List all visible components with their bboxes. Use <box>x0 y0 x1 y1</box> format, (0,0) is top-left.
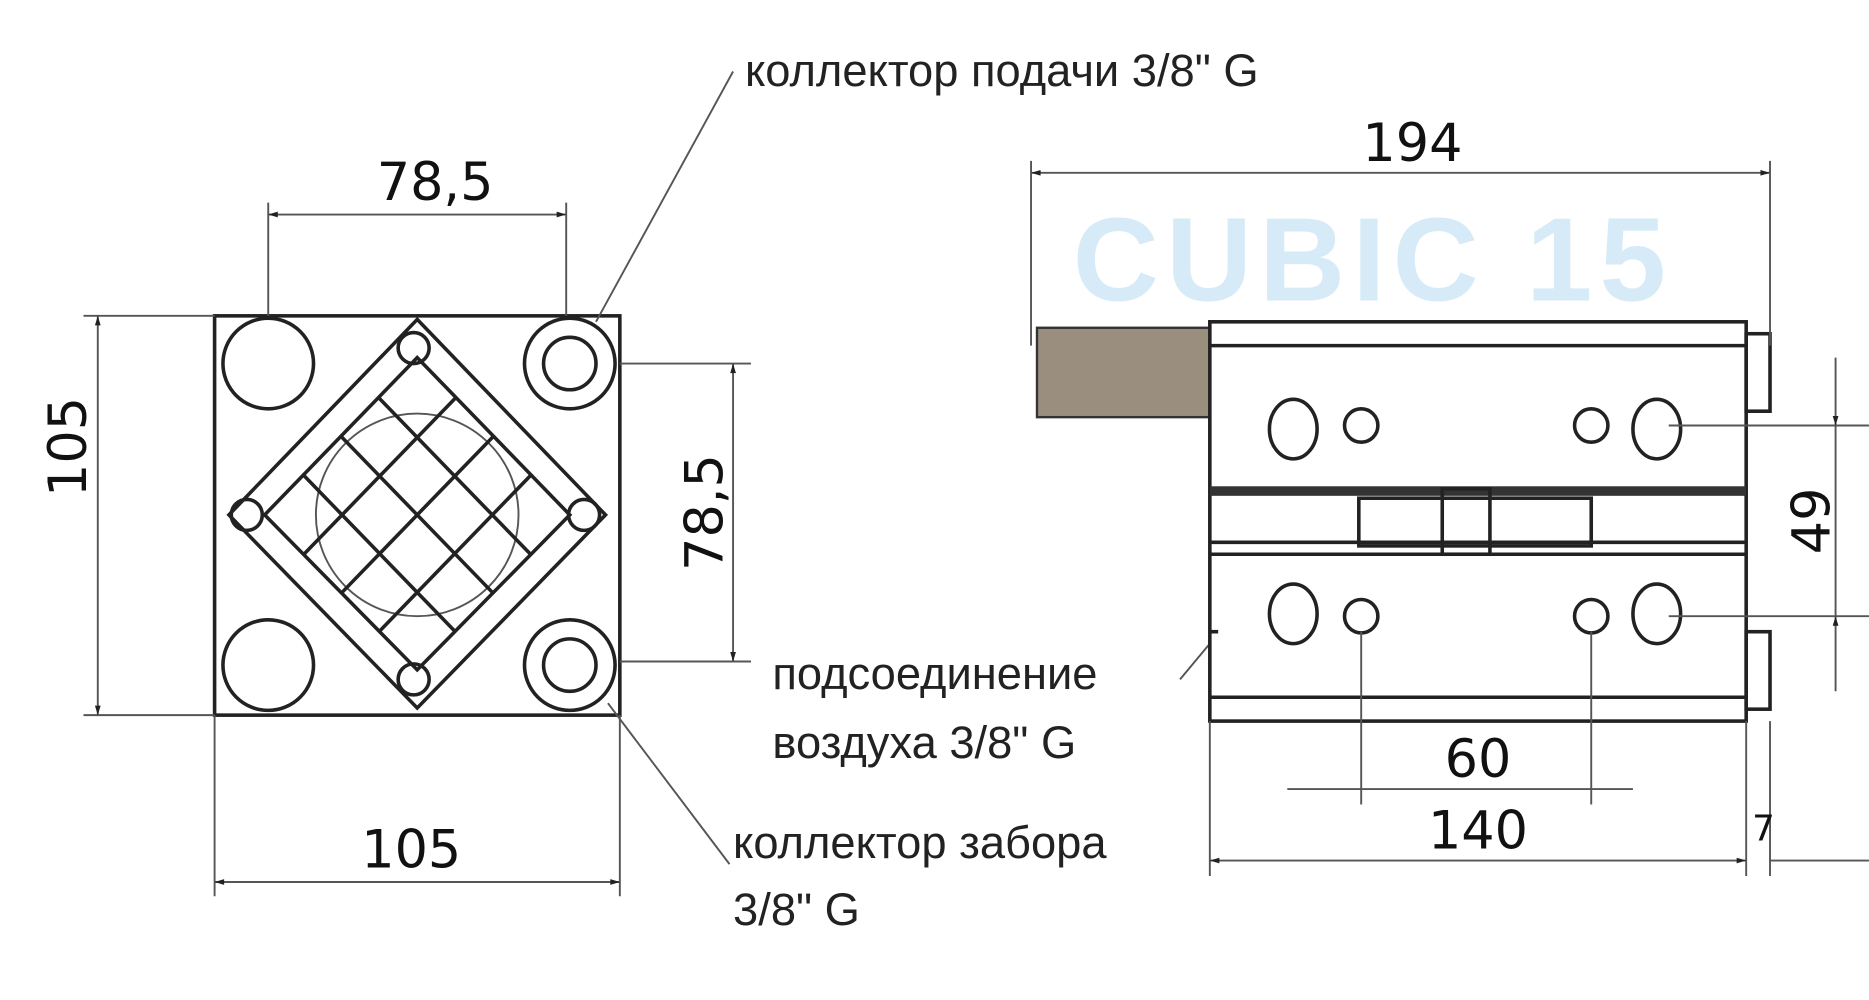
watermark: CUBIC 15 <box>1073 193 1673 326</box>
side-view: 194 49 60 140 7 <box>1030 113 1869 877</box>
label-supply: коллектор подачи 3/8" G <box>745 45 1259 96</box>
dim-top: 78,5 <box>377 152 494 213</box>
label-intake-2: 3/8" G <box>733 884 860 935</box>
corner-port <box>221 617 316 713</box>
bolt <box>229 497 265 533</box>
dim-body: 140 <box>1428 801 1528 862</box>
label-intake-1: коллектор забора <box>733 817 1107 868</box>
intake-port <box>522 617 617 713</box>
front-view: 78,5 105 78,5 105 <box>38 152 751 897</box>
dim-height: 49 <box>1782 487 1843 554</box>
dim-cap: 7 <box>1752 808 1775 849</box>
corner-port <box>221 316 316 411</box>
label-air-1: подсоединение <box>772 648 1097 699</box>
center-bore <box>314 412 520 618</box>
rod <box>1035 326 1212 419</box>
bolt <box>396 662 431 697</box>
dim-left: 105 <box>38 397 99 497</box>
label-air-2: воздуха 3/8" G <box>772 717 1076 768</box>
bolt <box>566 497 602 533</box>
dim-length: 194 <box>1362 113 1462 174</box>
bolt <box>396 330 431 366</box>
supply-port <box>522 316 617 411</box>
dim-right: 78,5 <box>674 454 735 571</box>
dim-bolt-spacing: 60 <box>1445 729 1512 790</box>
dim-bottom: 105 <box>361 820 461 881</box>
